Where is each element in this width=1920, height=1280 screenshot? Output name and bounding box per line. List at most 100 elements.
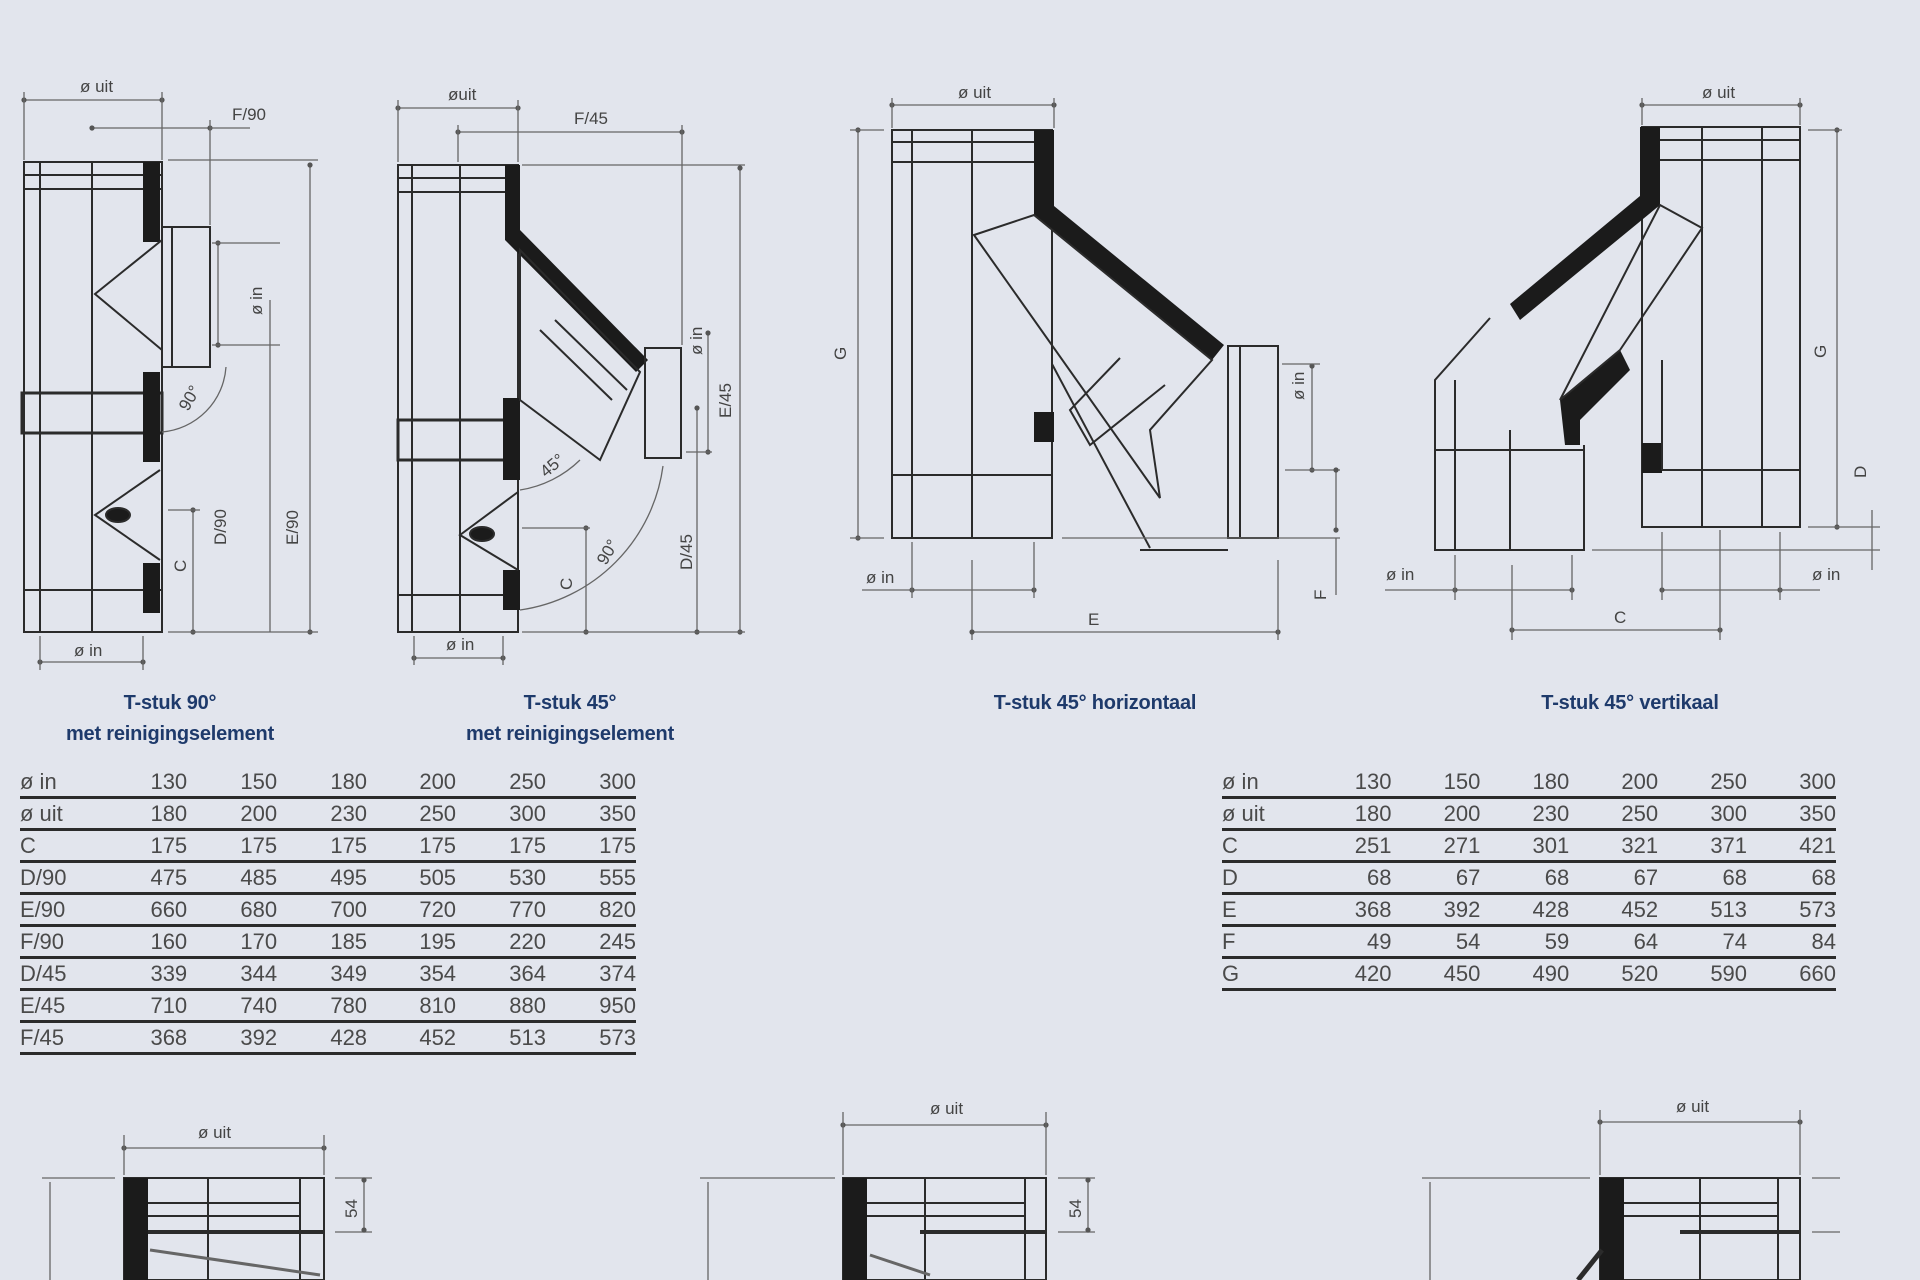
- header-cell: 150: [187, 767, 278, 799]
- cell: 49: [1302, 925, 1392, 959]
- label-d90: D/90: [211, 509, 230, 545]
- row-label: E/90: [20, 893, 114, 927]
- cell: 710: [113, 989, 188, 1023]
- cell: 530: [456, 861, 546, 895]
- diagram-t-stuk-45-vertikaal: ø uit G D ø in ø in C: [1385, 83, 1880, 640]
- cell: 230: [277, 797, 368, 831]
- cell: 880: [456, 989, 546, 1023]
- cell: 485: [187, 861, 278, 895]
- table-row: F/90 160 170 185 195 220 245: [20, 925, 636, 959]
- caption-t-stuk-45: T-stuk 45° met reinigingselement: [420, 688, 720, 750]
- label-54: 54: [342, 1199, 361, 1218]
- label-angle-45: 45°: [536, 450, 568, 481]
- label-e45: E/45: [716, 383, 735, 418]
- cell: 74: [1658, 925, 1748, 959]
- caption-line1: T-stuk 45° horizontaal: [993, 692, 1197, 714]
- cell: 251: [1302, 829, 1392, 863]
- label-c: C: [171, 560, 190, 572]
- cell: 175: [456, 829, 546, 863]
- row-label: C: [20, 829, 114, 863]
- table-row: F 49 54 59 64 74 84: [1222, 925, 1836, 959]
- diagram-t-stuk-45: øuit F/45 ø in E/45 45° 90° C D/45 ø in: [395, 85, 745, 665]
- label-dia-out: ø uit: [198, 1123, 231, 1142]
- cell: 495: [277, 861, 368, 895]
- cell: 54: [1391, 925, 1481, 959]
- cell: 420: [1302, 957, 1392, 991]
- cell: 392: [187, 1021, 278, 1055]
- header-cell: 250: [456, 767, 546, 799]
- row-label: F/90: [20, 925, 114, 959]
- cell: 301: [1480, 829, 1570, 863]
- header-cell: ø in: [20, 767, 114, 799]
- cell: 950: [545, 989, 636, 1023]
- cell: 505: [367, 861, 457, 895]
- cell: 67: [1391, 861, 1481, 895]
- table-row: ø uit 180 200 230 250 300 350: [20, 797, 636, 831]
- row-label: ø uit: [20, 797, 114, 831]
- label-dia-in-left: ø in: [1386, 565, 1414, 584]
- cell: 374: [545, 957, 636, 991]
- label-dia-in: ø in: [74, 641, 102, 660]
- cell: 349: [277, 957, 368, 991]
- cell: 371: [1658, 829, 1748, 863]
- cell: 250: [1569, 797, 1659, 831]
- table-row: G 420 450 490 520 590 660: [1222, 957, 1836, 991]
- cell: 175: [277, 829, 368, 863]
- label-dia-in-right: ø in: [1812, 565, 1840, 584]
- cell: 354: [367, 957, 457, 991]
- label-dia-out: øuit: [448, 85, 477, 104]
- label-dia-in: ø in: [446, 635, 474, 654]
- header-cell: 180: [277, 767, 368, 799]
- row-label: C: [1222, 829, 1303, 863]
- cell: 513: [1658, 893, 1748, 927]
- cell: 185: [277, 925, 368, 959]
- cell: 300: [456, 797, 546, 831]
- cell: 660: [1747, 957, 1836, 991]
- cell: 68: [1480, 861, 1570, 895]
- caption-t-stuk-45-vertikaal: T-stuk 45° vertikaal: [1480, 688, 1780, 719]
- cell: 368: [113, 1021, 188, 1055]
- cell: 452: [1569, 893, 1659, 927]
- label-dia-out: ø uit: [1676, 1097, 1709, 1116]
- cell: 175: [187, 829, 278, 863]
- row-label: F/45: [20, 1021, 114, 1055]
- header-cell: ø in: [1222, 767, 1303, 799]
- cell: 250: [367, 797, 457, 831]
- cell: 59: [1480, 925, 1570, 959]
- label-d: D: [1851, 466, 1870, 478]
- table-header-row: ø in 130 150 180 200 250 300: [20, 767, 636, 799]
- header-cell: 250: [1658, 767, 1748, 799]
- header-cell: 130: [1302, 767, 1392, 799]
- table-row: C 175 175 175 175 175 175: [20, 829, 636, 863]
- table-header-row: ø in 130 150 180 200 250 300: [1222, 767, 1836, 799]
- cell: 350: [545, 797, 636, 831]
- cell: 68: [1658, 861, 1748, 895]
- row-label: G: [1222, 957, 1303, 991]
- diagram-t-stuk-45-horizontaal: ø uit G ø in E ø in F: [831, 83, 1340, 640]
- caption-t-stuk-90: T-stuk 90° met reinigingselement: [20, 688, 320, 750]
- bottom-diagram-2: ø uit 54: [700, 1099, 1095, 1280]
- cell: 180: [113, 797, 188, 831]
- table-row: F/45 368 392 428 452 513 573: [20, 1021, 636, 1055]
- cell: 220: [456, 925, 546, 959]
- cell: 64: [1569, 925, 1659, 959]
- label-dia-out: ø uit: [80, 77, 113, 96]
- cell: 573: [1747, 893, 1836, 927]
- diagram-t-stuk-90: ø uit F/90 ø in 90° C D/90 E/90 ø in: [20, 77, 318, 670]
- header-cell: 150: [1391, 767, 1481, 799]
- cell: 344: [187, 957, 278, 991]
- cell: 84: [1747, 925, 1836, 959]
- cell: 720: [367, 893, 457, 927]
- row-label: E: [1222, 893, 1303, 927]
- dimension-table-right: ø in 130 150 180 200 250 300 ø uit 180 2…: [1222, 767, 1836, 991]
- label-f45: F/45: [574, 109, 608, 128]
- row-label: F: [1222, 925, 1303, 959]
- cell: 368: [1302, 893, 1392, 927]
- cell: 300: [1658, 797, 1748, 831]
- label-dia-out: ø uit: [958, 83, 991, 102]
- cell: 810: [367, 989, 457, 1023]
- table-row: E 368 392 428 452 513 573: [1222, 893, 1836, 927]
- label-d45: D/45: [677, 534, 696, 570]
- cell: 740: [187, 989, 278, 1023]
